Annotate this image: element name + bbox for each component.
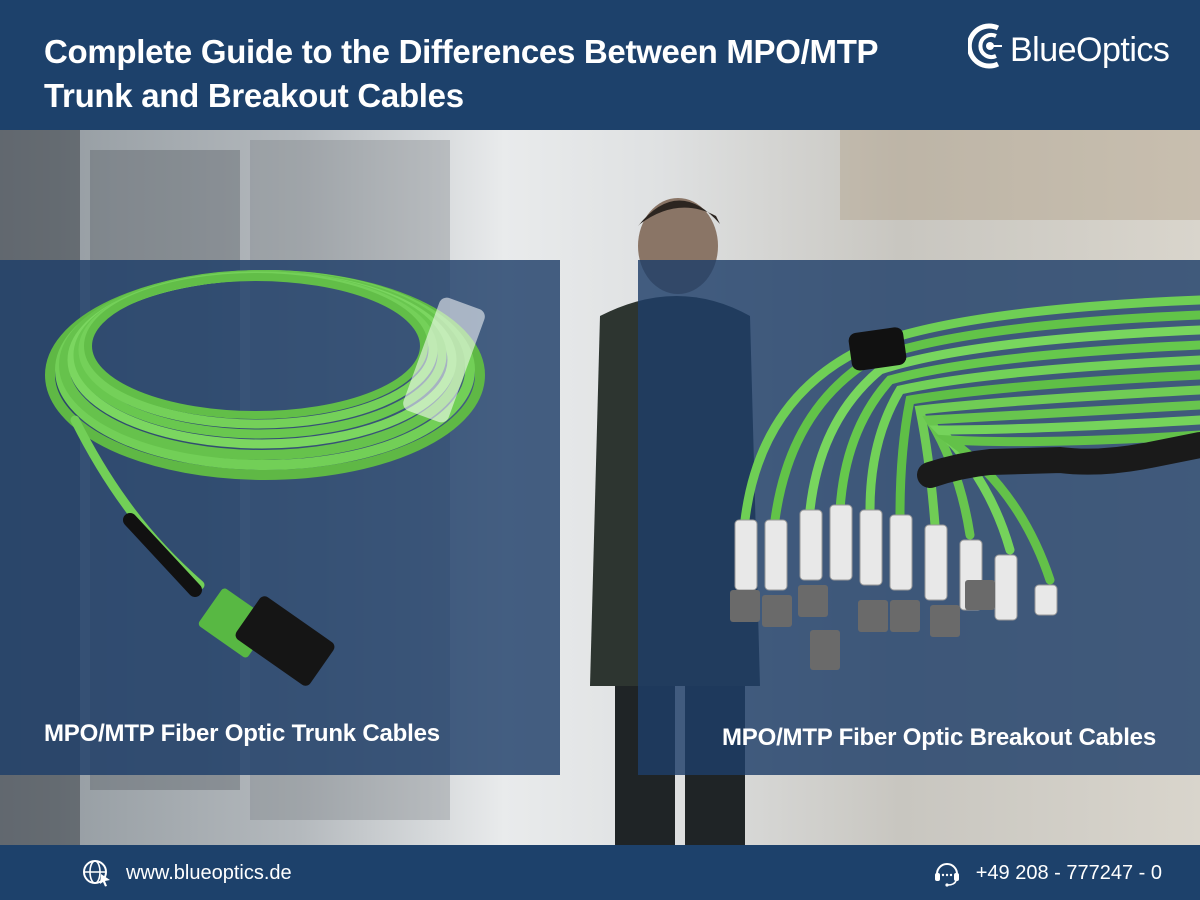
blueoptics-logo-icon — [968, 23, 1002, 69]
brand-logo[interactable]: BlueOptics — [968, 18, 1180, 78]
breakout-cable-panel — [638, 260, 1200, 775]
phone-contact[interactable]: +49 208 - 777247 - 0 — [932, 859, 1162, 887]
trunk-cable-panel — [0, 260, 560, 775]
headset-icon — [934, 863, 959, 887]
logo-text: BlueOptics — [1010, 31, 1170, 69]
globe-cursor-icon — [83, 860, 110, 887]
header-bar: Complete Guide to the Differences Betwee… — [0, 0, 1200, 130]
phone-text: +49 208 - 777247 - 0 — [975, 861, 1162, 884]
website-link[interactable]: www.blueoptics.de — [82, 859, 292, 887]
page-title: Complete Guide to the Differences Betwee… — [44, 33, 878, 114]
trunk-cable-caption: MPO/MTP Fiber Optic Trunk Cables — [44, 720, 440, 747]
breakout-cable-caption: MPO/MTP Fiber Optic Breakout Cables — [722, 724, 1156, 751]
website-text: www.blueoptics.de — [126, 861, 292, 884]
footer-bar: www.blueoptics.de +49 208 - 777247 - 0 — [0, 845, 1200, 900]
